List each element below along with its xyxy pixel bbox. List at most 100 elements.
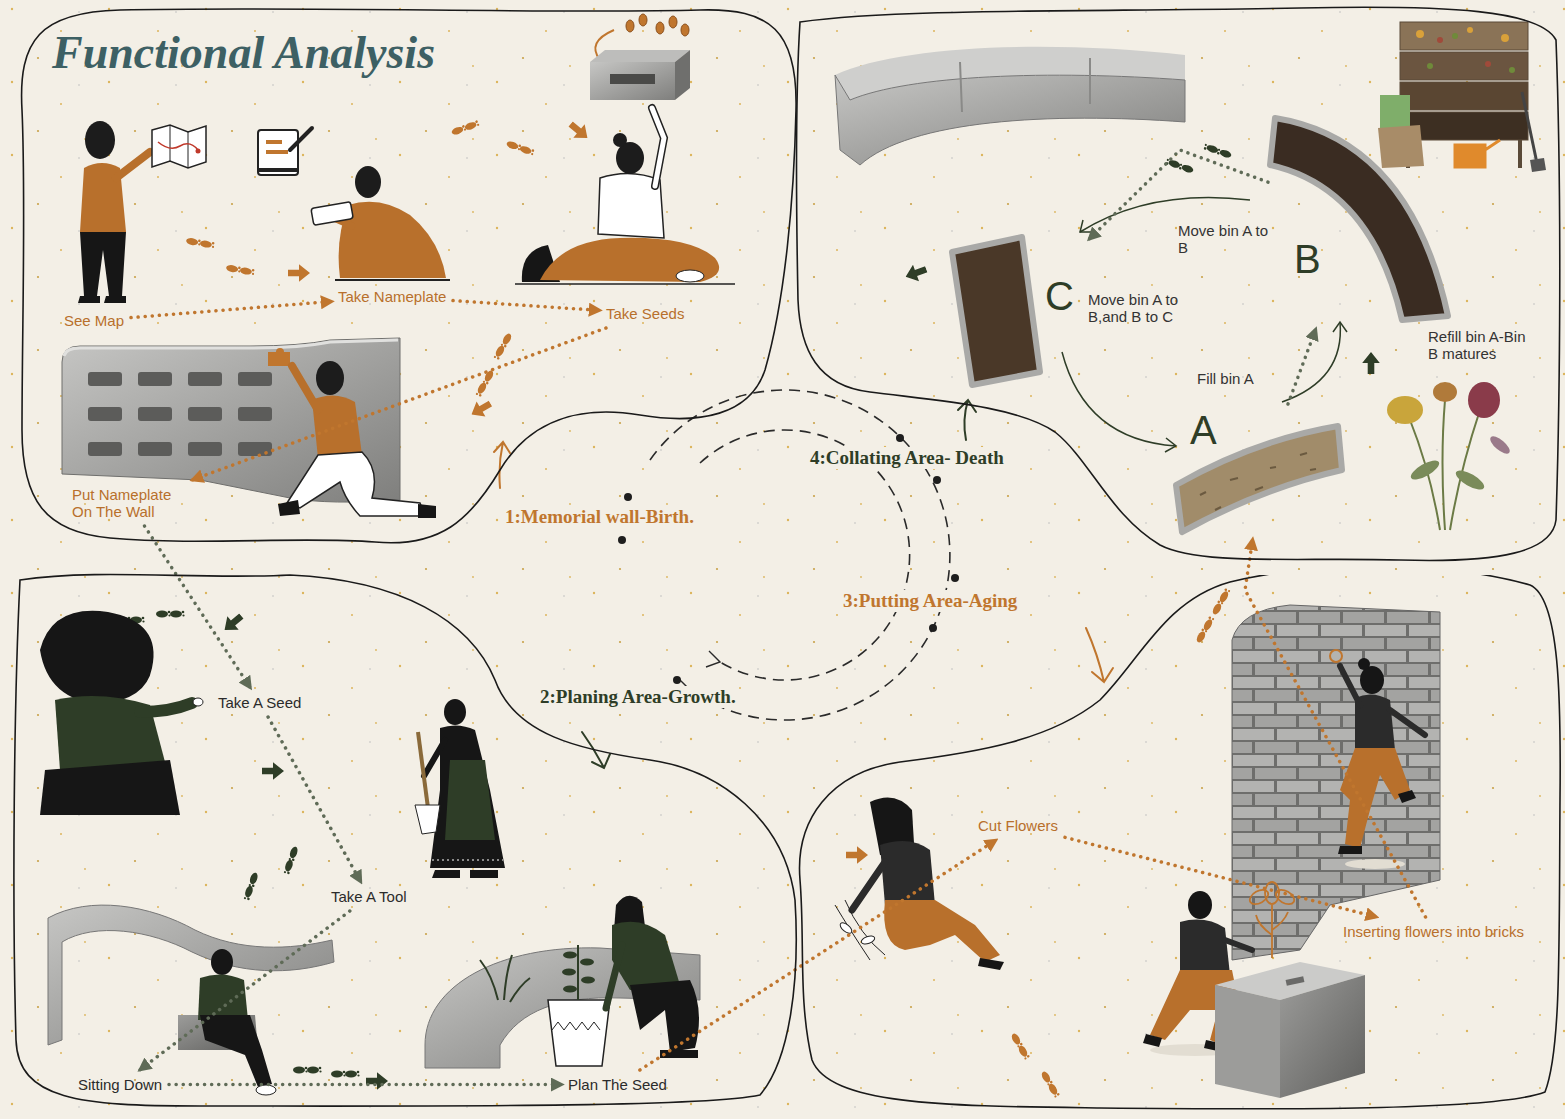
title-anchor: Functional Analysis	[52, 26, 435, 80]
stage-heading: 4:Collating Area- Death	[807, 447, 1007, 469]
memorial-wall	[188, 372, 222, 386]
compost-stack	[1427, 63, 1433, 69]
footprints	[1040, 1070, 1060, 1098]
dried-flowers	[1433, 382, 1457, 402]
compost-stack	[1408, 140, 1520, 168]
sitting-down-figure	[198, 974, 248, 1020]
label-anchor: Refill bin A-Bin B matures	[1428, 328, 1533, 362]
step: Take Nameplate	[336, 286, 449, 307]
step: Put Nameplate On The Wall	[70, 484, 189, 522]
sitting-woman-figure	[515, 283, 735, 285]
region-outline	[796, 7, 1559, 560]
flower-woman-figure	[1271, 905, 1273, 958]
direction-arrow	[1362, 352, 1380, 374]
compost-bin: C	[945, 232, 1085, 392]
compost-stack	[1522, 92, 1538, 168]
map-icon	[152, 125, 206, 168]
dried-flowers	[1408, 457, 1442, 483]
step: Sitting Down	[76, 1074, 165, 1095]
brick-block	[1215, 985, 1280, 1098]
compost-stack	[1380, 95, 1410, 130]
life-cycle-spiral	[650, 390, 950, 720]
direction-arrow	[565, 117, 593, 145]
footprints	[293, 1067, 322, 1074]
sitting-woman-figure	[676, 270, 704, 282]
bin-a	[1200, 453, 1316, 510]
footpath-trail	[145, 526, 251, 688]
bin-cycle-arrow	[1333, 322, 1347, 332]
compost-stack	[1378, 22, 1546, 172]
dried-flowers	[1453, 467, 1487, 493]
take-nameplate-figure	[311, 166, 450, 280]
bin-c	[952, 237, 1040, 385]
direction-arrow	[366, 1072, 388, 1090]
life-cycle-spiral	[650, 390, 950, 720]
bin-letter: A	[1190, 408, 1217, 452]
flower-woman-figure	[1225, 940, 1252, 950]
direction-arrow	[219, 117, 1380, 1090]
shovel-woman-figure	[418, 732, 428, 808]
dried-flowers	[1387, 396, 1423, 424]
kneeling-woman-figure	[287, 452, 425, 516]
sitting-down-figure	[211, 949, 233, 975]
see-map-figure	[78, 121, 150, 303]
spiral-dot	[618, 434, 959, 684]
stage-arrow	[494, 442, 510, 488]
book-icon	[258, 130, 298, 175]
spiral-dot	[624, 493, 632, 501]
cut-flowers-figure	[978, 958, 1004, 970]
compost-stack	[1455, 140, 1500, 167]
jumping-woman-figure	[1330, 650, 1342, 662]
compost-stack	[1467, 27, 1473, 33]
bin-b	[1270, 118, 1448, 320]
footprints	[283, 846, 299, 875]
stage-region: 2:Planing Area-Growth.Take A SeedTake A …	[10, 565, 800, 1113]
footprints	[1010, 1032, 1030, 1060]
compost-bench	[960, 58, 1090, 112]
step: Plan The Seed	[566, 1074, 669, 1095]
bin-cycle-arrow	[1165, 438, 1176, 452]
seed-brick	[656, 22, 664, 34]
kneeling-woman-figure	[292, 366, 318, 410]
compost-stack	[1485, 61, 1491, 67]
footprints	[156, 611, 185, 618]
seed-brick	[669, 16, 677, 28]
footprints	[1203, 143, 1232, 159]
planting-bench	[580, 959, 594, 966]
footpath-trail	[268, 717, 361, 882]
stage-heading: 2:Planing Area-Growth.	[537, 686, 739, 708]
planting-woman-figure	[606, 945, 622, 1008]
kneeling-woman-figure	[278, 500, 436, 518]
memorial-wall	[138, 372, 172, 386]
memorial-wall	[138, 442, 172, 456]
take-nameplate-figure	[339, 202, 446, 278]
footpath-trail	[453, 301, 600, 311]
seed-brick	[639, 14, 647, 26]
compost-stack	[1437, 37, 1443, 43]
cut-flowers-figure	[860, 934, 876, 945]
planting-bench	[581, 977, 595, 984]
stage-region: 1:Memorial wall-Birth.See MapTake Namepl…	[18, 5, 800, 550]
book-icon	[258, 168, 298, 172]
step-caption: Cut Flowers	[978, 817, 1058, 834]
step: Inserting flowers into bricks	[1341, 921, 1526, 942]
direction-arrow	[288, 264, 310, 282]
seed-brick	[610, 74, 655, 84]
flower-woman-figure	[1256, 912, 1288, 935]
shovel-woman-figure	[432, 860, 503, 861]
stage-region: 4:Collating Area- DeathABC	[793, 2, 1565, 570]
sitting-down-figure	[256, 1085, 276, 1095]
brick-wall	[1232, 605, 1440, 960]
shovel-woman-figure	[445, 760, 495, 840]
cut-flowers-figure	[838, 921, 853, 935]
sitting-woman-figure	[613, 133, 627, 147]
shovel-woman-figure	[444, 699, 466, 725]
bin-note: Refill bin A-Bin B matures	[1428, 328, 1533, 362]
footprints	[493, 332, 513, 360]
see-map-figure	[78, 296, 126, 303]
step-caption: Take A Tool	[331, 888, 407, 905]
memorial-wall	[268, 348, 290, 366]
cut-flowers-figure	[884, 900, 1000, 962]
